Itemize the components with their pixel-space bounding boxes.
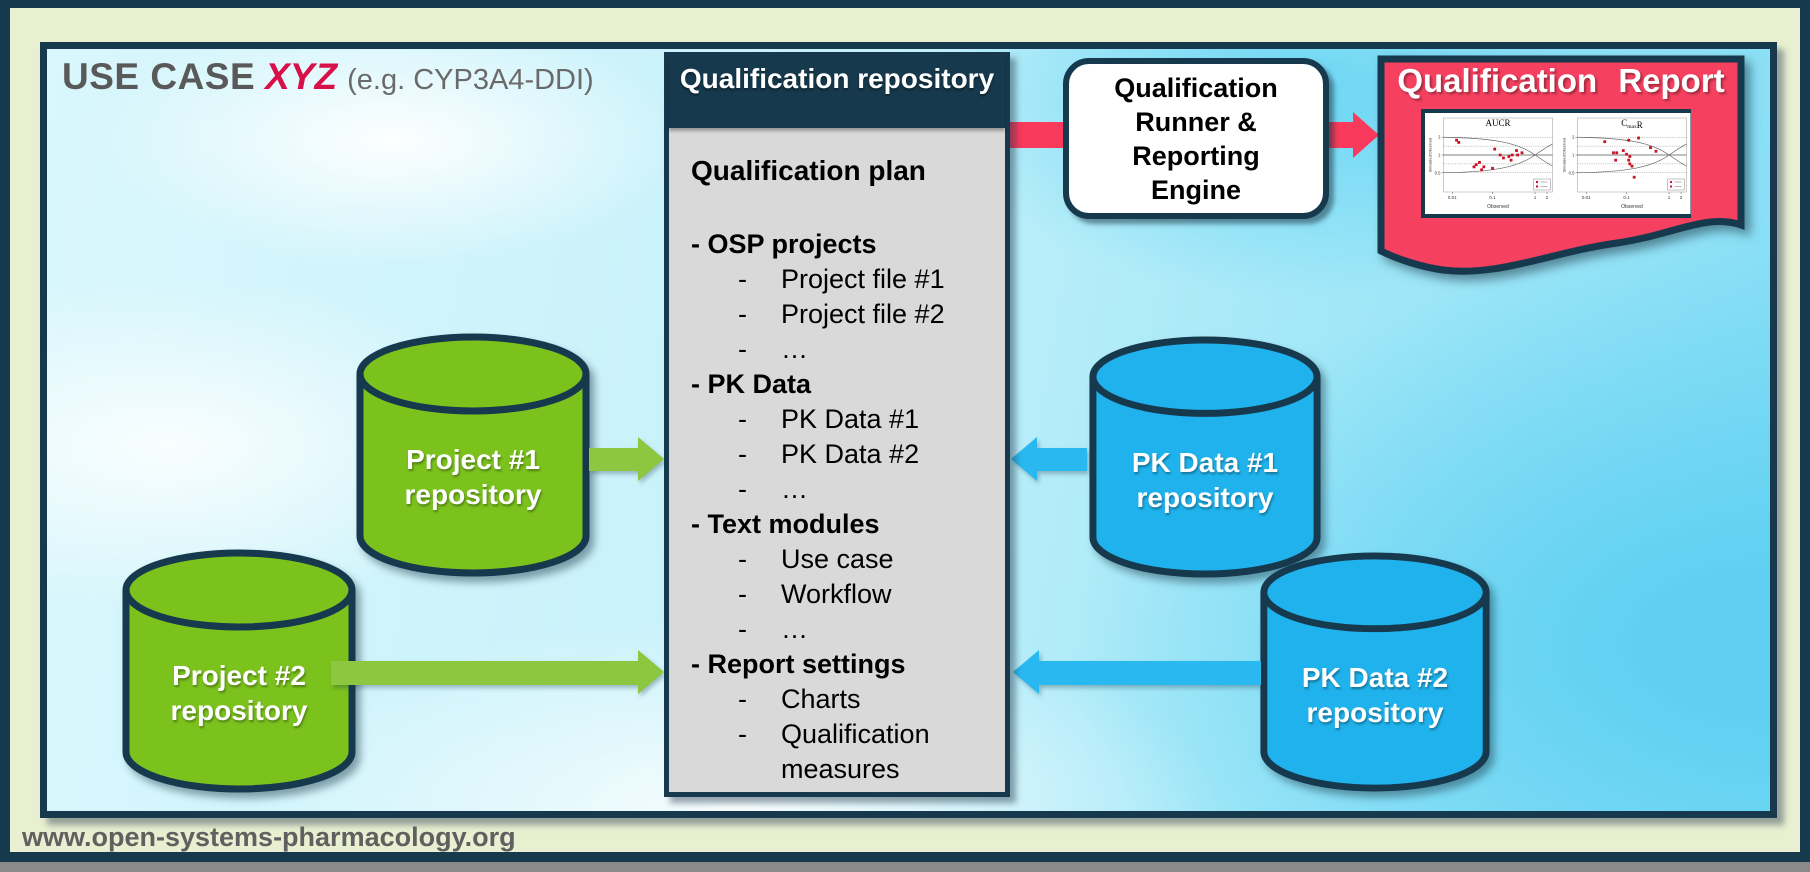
pkdata2-repository-node: PK Data #2 repository — [1256, 548, 1494, 798]
plan-item: -Project file #1 — [738, 264, 945, 294]
svg-text:0.01: 0.01 — [1582, 195, 1591, 200]
svg-text:0.5: 0.5 — [1435, 170, 1441, 175]
cylinder-label: PK Data #1 repository — [1131, 447, 1279, 513]
qualification-plan-list: - OSP projects -Project file #1 -Project f… — [691, 227, 995, 787]
svg-text:Simulated/Observed: Simulated/Observed — [1429, 138, 1433, 172]
aucr-chart: 0.01 0.1 1 2 2 1 0.5 AUCR Observed Simulated/Obse… — [1425, 113, 1558, 214]
use-case-xyz-label: XYZ — [265, 56, 338, 97]
arrow-pkdata1-to-plan — [1011, 437, 1087, 481]
plan-item: -… — [738, 614, 808, 644]
qualification-runner-box: Qualification Runner & Reporting Engine — [1063, 58, 1329, 219]
plan-item: -Project file #2 — [738, 299, 945, 329]
plan-item: - PK Data — [691, 369, 812, 399]
project1-repository-node: Project #1 repository — [352, 330, 594, 582]
svg-text:1: 1 — [1438, 153, 1441, 158]
report-charts-panel: 0.01 0.1 1 2 2 1 0.5 AUCR Observed Simulated/Obse… — [1421, 109, 1691, 218]
outer-border-top — [0, 0, 1810, 8]
project2-repository-node: Project #2 repository — [118, 546, 360, 798]
svg-text:2: 2 — [1546, 195, 1549, 200]
report-title: Qualification Report — [1397, 62, 1725, 99]
footer-url[interactable]: www.open-systems-pharmacology.org — [22, 822, 516, 852]
svg-text:0.1: 0.1 — [1489, 195, 1496, 200]
plan-item: -… — [738, 334, 808, 364]
qualification-repository-box: Qualification repository Qualification p… — [664, 52, 1010, 797]
use-case-label: USE CASE — [62, 56, 256, 97]
use-case-example-label: (e.g. CYP3A4-DDI) — [347, 64, 594, 96]
svg-text:0.01: 0.01 — [1448, 195, 1457, 200]
svg-text:Observed: Observed — [1487, 204, 1509, 210]
plan-item: -Charts — [738, 684, 861, 714]
runner-label: Qualification Runner & Reporting Engine — [1114, 72, 1278, 205]
svg-text:2: 2 — [1572, 135, 1575, 140]
cylinder-label: PK Data #2 repository — [1301, 662, 1449, 728]
plan-item: - Report settings — [691, 649, 906, 679]
plan-item: -PK Data #1 — [738, 404, 920, 434]
svg-text:CmaxR: CmaxR — [1621, 118, 1643, 130]
svg-text:1: 1 — [1534, 195, 1537, 200]
arrow-project2-to-plan — [331, 649, 664, 695]
svg-text:2: 2 — [1680, 195, 1683, 200]
svg-text:1: 1 — [1572, 153, 1575, 158]
plan-item: -PK Data #2 — [738, 439, 920, 469]
svg-text:0.1: 0.1 — [1623, 195, 1630, 200]
arrow-pkdata2-to-plan — [1013, 649, 1261, 695]
cylinder-label: Project #1 repository — [404, 444, 542, 510]
repository-body: Qualification plan - OSP projects -Projec… — [669, 133, 1005, 792]
database-cylinder-icon — [1260, 552, 1490, 792]
plan-item: -Qualification measures — [738, 719, 930, 784]
svg-text:AUCR: AUCR — [1485, 118, 1510, 128]
arrow-repository-to-runner — [1010, 122, 1063, 148]
plan-item: - Text modules — [691, 509, 880, 539]
database-cylinder-icon — [356, 333, 590, 577]
cmaxr-chart: 0.01 0.1 1 2 2 1 0.5 CmaxR Observed Simulated/Obs… — [1559, 113, 1692, 214]
database-cylinder-icon — [122, 549, 356, 793]
svg-text:Simulated/Observed: Simulated/Observed — [1563, 138, 1567, 172]
cylinder-label: Project #2 repository — [170, 660, 308, 726]
plan-item: -Use case — [738, 544, 894, 574]
pkdata1-repository-node: PK Data #1 repository — [1085, 333, 1325, 583]
plan-item: -Workflow — [738, 579, 892, 609]
arrow-runner-to-report — [1326, 112, 1379, 158]
arrow-project1-to-plan — [589, 437, 664, 481]
outer-border-right — [1800, 0, 1810, 856]
svg-text:Observed: Observed — [1621, 204, 1643, 210]
bottom-gray-strip — [0, 862, 1810, 872]
repository-header: Qualification repository — [669, 57, 1005, 128]
plan-item: - OSP projects — [691, 229, 877, 259]
outer-border-bottom — [0, 852, 1810, 862]
outer-border-left — [0, 0, 10, 856]
database-cylinder-icon — [1089, 336, 1321, 578]
svg-text:2: 2 — [1438, 135, 1441, 140]
svg-text:1: 1 — [1668, 195, 1671, 200]
svg-text:0.5: 0.5 — [1569, 170, 1575, 175]
qualification-plan-title: Qualification plan — [691, 155, 926, 186]
plan-item: -… — [738, 474, 808, 504]
